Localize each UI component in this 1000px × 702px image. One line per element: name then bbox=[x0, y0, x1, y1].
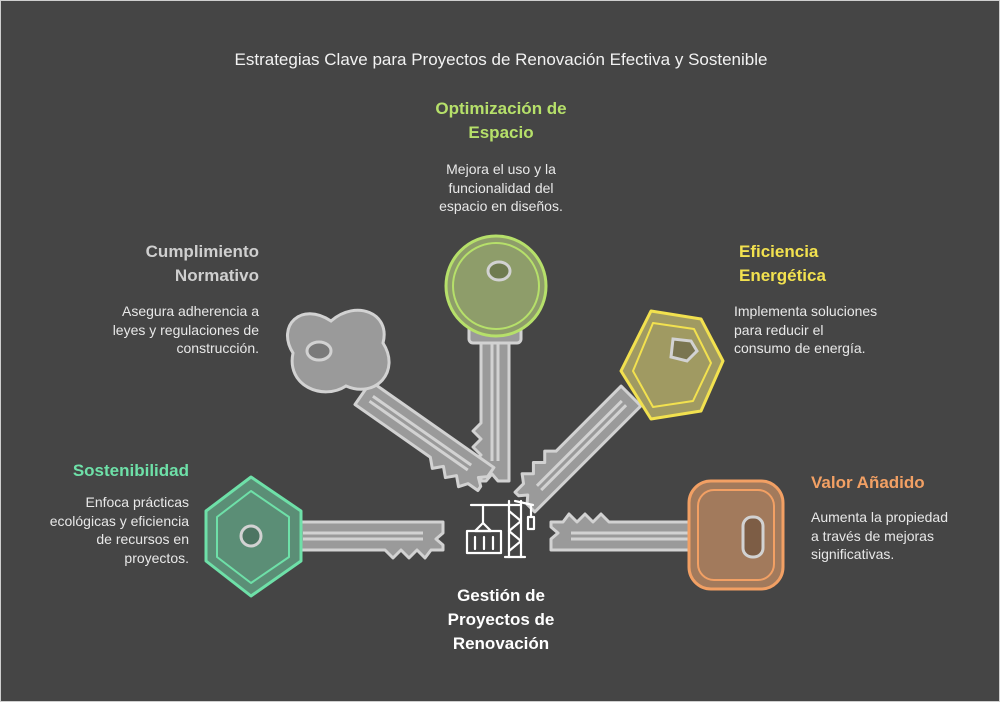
sostenibilidad-description: Enfoca prácticas ecológicas y eficiencia… bbox=[49, 494, 189, 566]
optimizacion-description: Mejora el uso y la funcionalidad del esp… bbox=[439, 161, 563, 214]
eficiencia-heading: Eficiencia Energética bbox=[739, 242, 826, 285]
sostenibilidad-heading: Sostenibilidad bbox=[72, 461, 189, 480]
crane-icon bbox=[465, 499, 536, 559]
cumplimiento-heading: Cumplimiento Normativo bbox=[145, 242, 259, 285]
valor-description: Aumenta la propiedad a través de mejoras… bbox=[811, 509, 948, 562]
key-icon-sostenibilidad bbox=[204, 475, 445, 598]
key-icon-optimizacion bbox=[444, 234, 548, 483]
key-icon-cumplimiento bbox=[286, 308, 496, 499]
page-title: Estrategias Clave para Proyectos de Reno… bbox=[234, 50, 768, 69]
valor-heading: Valor Añadido bbox=[811, 473, 925, 492]
eficiencia-description: Implementa soluciones para reducir el co… bbox=[734, 303, 878, 356]
optimizacion-heading: Optimización de Espacio bbox=[435, 99, 567, 142]
key-icon-valor bbox=[549, 479, 785, 591]
cumplimiento-description: Asegura adherencia a leyes y regulacione… bbox=[112, 303, 259, 356]
key-icon-eficiencia bbox=[507, 309, 725, 514]
center-label: Gestión de Proyectos de Renovación bbox=[447, 586, 555, 653]
